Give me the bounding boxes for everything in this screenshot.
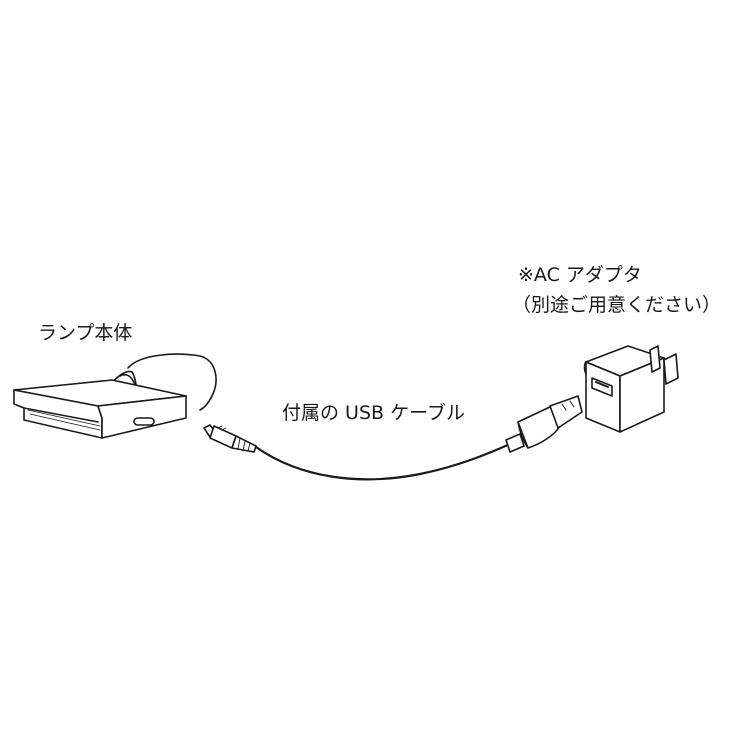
ac-adapter-label: ※AC アダプタ — [518, 264, 642, 286]
lamp-body-label: ランプ本体 — [38, 322, 133, 344]
usb-cable-label: 付属の USB ケーブル — [282, 402, 465, 424]
lamp-body-illustration — [13, 353, 217, 439]
lamp-usb-port — [133, 417, 155, 426]
usb-cable-illustration — [203, 395, 583, 484]
ac-adapter-note-label: （別途ご用意ください） — [512, 294, 722, 316]
ac-adapter-illustration — [583, 345, 679, 433]
